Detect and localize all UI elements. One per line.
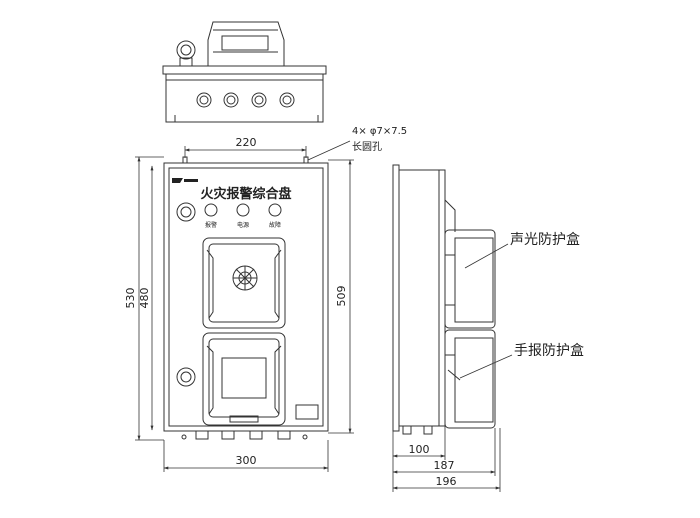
manual-call-protective-box <box>202 332 286 426</box>
hole-note-spec: 4× φ7×7.5 <box>352 126 407 137</box>
top-view-glands <box>196 92 295 108</box>
indicator-label-alarm: 报警 <box>205 221 217 229</box>
dim-509: 509 <box>335 286 348 307</box>
callout-manual-box: 手报防护盒 <box>514 342 584 359</box>
hole-note-type: 长圆孔 <box>352 141 382 153</box>
indicator-label-fault: 故障 <box>269 221 281 229</box>
indicator-power <box>236 203 250 217</box>
dim-530: 530 <box>124 288 137 309</box>
dimension-lines <box>135 140 513 492</box>
indicator-alarm <box>204 203 218 217</box>
dim-100: 100 <box>409 443 430 456</box>
indicator-label-power: 电源 <box>237 221 249 229</box>
dim-196: 196 <box>436 475 457 488</box>
dim-480: 480 <box>138 288 151 309</box>
dim-220: 220 <box>236 136 257 149</box>
panel-title: 火灾报警综合盘 <box>200 186 291 202</box>
front-view-glands <box>195 430 291 440</box>
dim-187: 187 <box>434 459 455 472</box>
callout-sound-light-box: 声光防护盒 <box>510 231 580 248</box>
sound-light-protective-box <box>202 237 286 329</box>
indicator-fault <box>268 203 282 217</box>
front-view <box>163 156 329 440</box>
side-view <box>392 164 496 435</box>
top-view <box>162 21 327 123</box>
brand-logo <box>172 178 198 183</box>
dim-300: 300 <box>236 454 257 467</box>
